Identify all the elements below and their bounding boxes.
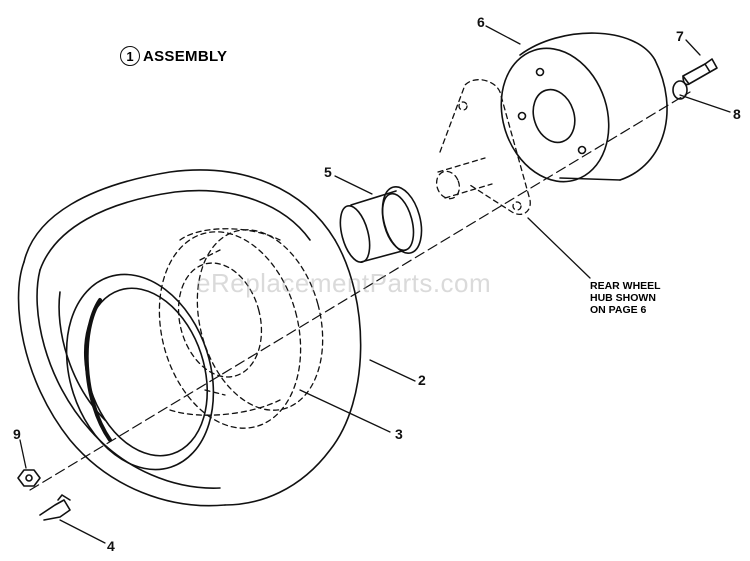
bushing-end bbox=[339, 204, 371, 264]
leader-7 bbox=[685, 39, 701, 56]
callout-5: 5 bbox=[324, 164, 332, 180]
tire-inner-shoulder bbox=[36, 269, 221, 489]
tire-right-edge bbox=[224, 239, 362, 506]
leader-lines bbox=[19, 25, 731, 544]
note-line-3: ON PAGE 6 bbox=[590, 304, 647, 316]
washer bbox=[672, 80, 688, 100]
rim-hidden-lines bbox=[158, 228, 324, 429]
rim-flange-shadow bbox=[84, 298, 112, 442]
hub-drum bbox=[500, 32, 668, 183]
callout-7: 7 bbox=[676, 28, 684, 44]
hub-drum-top bbox=[519, 32, 656, 61]
bolt bbox=[682, 58, 718, 86]
leader-note bbox=[527, 217, 591, 279]
tire-outer-left bbox=[17, 261, 226, 507]
hub-bolt-hole-3 bbox=[577, 145, 587, 155]
callout-3: 3 bbox=[395, 426, 403, 442]
callout-8: 8 bbox=[733, 106, 741, 122]
leader-5 bbox=[334, 175, 373, 195]
rear-hub-bracket bbox=[435, 79, 531, 215]
bushing bbox=[339, 186, 423, 264]
callout-9: 9 bbox=[13, 426, 21, 442]
callout-4: 4 bbox=[107, 538, 115, 554]
note-line-2: HUB SHOWN bbox=[590, 292, 656, 304]
leader-4 bbox=[59, 519, 106, 544]
leader-2 bbox=[369, 359, 416, 382]
watermark: eReplacementParts.com bbox=[196, 268, 492, 298]
leader-3 bbox=[299, 389, 391, 433]
tire-top-edge bbox=[23, 169, 336, 263]
callout-6: 6 bbox=[477, 14, 485, 30]
hub-drum-bottom bbox=[559, 177, 621, 181]
hub-bore bbox=[532, 88, 576, 144]
bushing-body-top bbox=[350, 190, 397, 206]
rear-wheel-hub-note: REAR WHEEL HUB SHOWN ON PAGE 6 bbox=[590, 280, 661, 316]
hub-drum-face bbox=[500, 47, 610, 183]
leader-6 bbox=[485, 25, 521, 45]
assembly-title-text: ASSEMBLY bbox=[143, 47, 228, 65]
lug-nut bbox=[17, 469, 41, 487]
tire bbox=[17, 169, 362, 507]
assembly-title: 1 ASSEMBLY bbox=[120, 46, 227, 66]
hub-drum-right bbox=[619, 59, 668, 181]
callout-2: 2 bbox=[418, 372, 426, 388]
hub-bolt-hole-2 bbox=[517, 111, 527, 121]
valve-stem bbox=[39, 494, 71, 521]
leader-8 bbox=[679, 94, 731, 113]
tire-top-shoulder bbox=[39, 189, 311, 271]
hub-bolt-hole-1 bbox=[535, 67, 545, 77]
note-line-1: REAR WHEEL bbox=[590, 280, 661, 292]
axle-centerline bbox=[29, 91, 691, 491]
bushing-body-bottom bbox=[360, 249, 407, 263]
leader-9 bbox=[19, 439, 27, 469]
assembly-circle-number: 1 bbox=[120, 46, 140, 66]
